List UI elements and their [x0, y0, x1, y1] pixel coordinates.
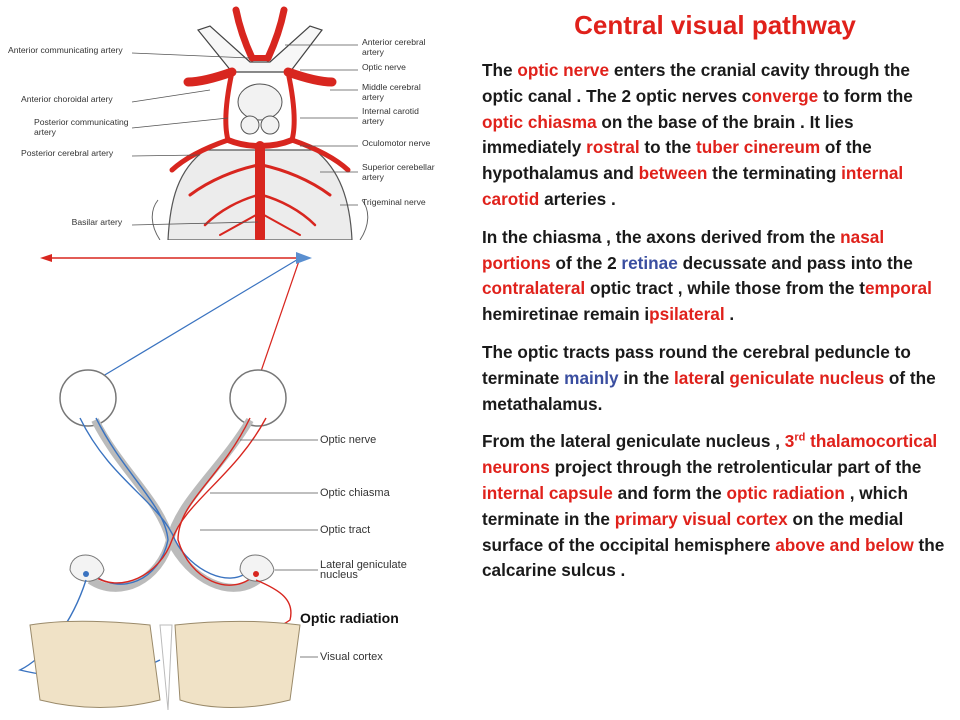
- label-right-5-1: artery: [362, 172, 385, 182]
- text-run: psilateral: [649, 304, 725, 325]
- label-optic-chiasma: Optic chiasma: [320, 487, 391, 499]
- text-run: optic tract , while those from the t: [585, 278, 865, 299]
- text-run: internal carotid: [482, 163, 904, 209]
- paragraph-2: In the chiasma , the axons derived from …: [482, 225, 954, 328]
- text-run: hemiretinae remain i: [482, 304, 650, 325]
- text-run: between: [638, 163, 708, 184]
- label-basilar-artery: Basilar artery: [72, 217, 123, 227]
- text-run: and form the: [612, 482, 727, 503]
- label-nucleus: nucleus: [320, 569, 358, 581]
- label-anterior-communicating-artery: Anterior communicating artery: [8, 45, 123, 55]
- text-run: the calcarine sulcus .: [482, 534, 945, 581]
- text-run: 3: [784, 431, 795, 452]
- text-run: onverge: [751, 85, 819, 106]
- label-optic-nerve: Optic nerve: [320, 434, 376, 446]
- text-run: mainly: [564, 367, 619, 388]
- text-run: in the: [618, 367, 674, 388]
- text-run: thalamocortical neurons: [482, 431, 938, 478]
- label-right-1-0: Optic nerve: [362, 62, 406, 72]
- label-posterior-communicating-artery: Posterior communicating: [34, 117, 129, 127]
- text-run: The: [482, 60, 518, 80]
- text-run: internal capsule: [482, 482, 613, 503]
- label-right-3-1: artery: [362, 116, 385, 126]
- label-right-0-0: Anterior cerebral: [362, 37, 426, 47]
- text-run: nasal portions: [482, 226, 885, 273]
- paragraph-3: The optic tracts pass round the cerebral…: [482, 340, 954, 417]
- text-run: geniculate nucleus: [729, 367, 885, 388]
- text-run: decussate and pass into the: [677, 252, 913, 273]
- text-run: to form the: [818, 85, 913, 106]
- text-run: emporal: [864, 278, 932, 299]
- text-run: , which terminate in the: [482, 482, 908, 529]
- label-posterior-cerebral-artery: Posterior cerebral artery: [21, 148, 114, 158]
- body-text: The optic nerve enters the cranial cavit…: [482, 58, 954, 596]
- label-lateral-geniculate: Lateral geniculate: [320, 559, 407, 571]
- paragraph-4: From the lateral geniculate nucleus , 3r…: [482, 429, 954, 584]
- text-run: of the metathalamus.: [482, 367, 936, 414]
- label-right-6-0: Trigeminal nerve: [362, 197, 426, 207]
- text-run: optic chiasma: [482, 111, 597, 132]
- text-run: From the lateral geniculate nucleus ,: [482, 431, 785, 452]
- text-run: above and below: [775, 534, 914, 555]
- text-run: the terminating: [707, 163, 842, 184]
- optic-radiation-label: Optic radiation: [300, 610, 399, 626]
- text-run: of the hypothalamus and: [482, 137, 872, 184]
- text-run: rostral: [586, 137, 640, 158]
- label-anterior-choroidal-artery: Anterior choroidal artery: [21, 94, 113, 104]
- text-run: The optic tracts pass round the cerebral…: [482, 341, 911, 388]
- text-run: of the 2: [550, 252, 622, 273]
- text-run: primary visual cortex: [614, 508, 788, 529]
- text-run: project through the retrolenticular part…: [549, 457, 922, 478]
- text-run: .: [724, 304, 735, 325]
- text-run: to the: [639, 137, 696, 158]
- text-run: later: [674, 367, 711, 388]
- label-right-4-0: Oculomotor nerve: [362, 138, 431, 148]
- label-right-5-0: Superior cerebellar: [362, 162, 435, 172]
- label-right-3-0: Internal carotid: [362, 106, 419, 116]
- text-run: optic nerve: [517, 60, 610, 80]
- text-run: on the medial surface of the occipital h…: [482, 508, 904, 555]
- page-title: Central visual pathway: [574, 10, 856, 40]
- text-run: contralateral: [482, 278, 586, 299]
- text-run: tuber cinereum: [695, 137, 821, 158]
- paragraph-1: The optic nerve enters the cranial cavit…: [482, 58, 954, 213]
- text-run: rd: [794, 431, 806, 444]
- label-posterior-communicating-artery-line2: artery: [34, 127, 57, 137]
- label-right-2-1: artery: [362, 92, 385, 102]
- label-right-2-0: Middle cerebral: [362, 82, 421, 92]
- text-run: In the chiasma , the axons derived from …: [482, 226, 841, 247]
- label-right-0-1: artery: [362, 47, 385, 57]
- text-run: arteries .: [539, 188, 616, 209]
- label-visual-cortex: Visual cortex: [320, 651, 383, 663]
- text-run: optic radiation: [726, 482, 845, 503]
- text-run: al: [710, 367, 730, 388]
- text-run: enters the cranial cavity through the op…: [482, 60, 910, 106]
- label-optic-tract: Optic tract: [320, 524, 370, 536]
- text-run: on the base of the brain . It lies immed…: [482, 111, 854, 158]
- text-run: retinae: [621, 252, 678, 273]
